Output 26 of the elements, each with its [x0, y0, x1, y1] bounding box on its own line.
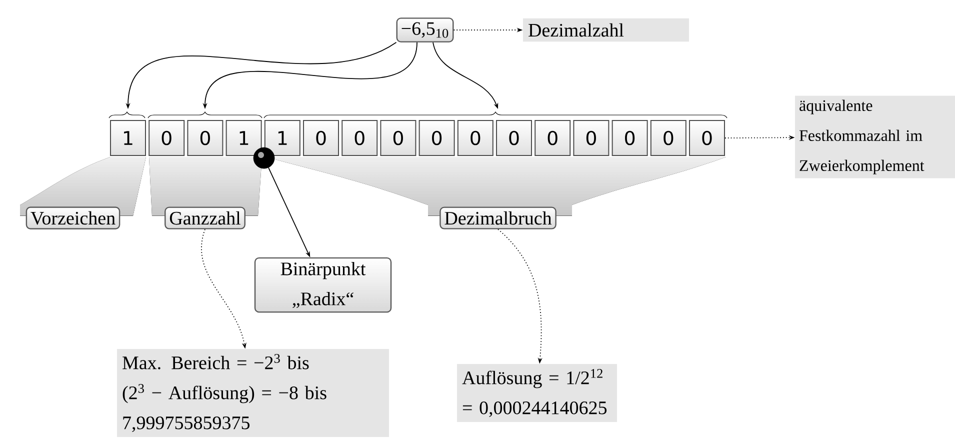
note-box: Max. Bereich = −2$^{3}$ bis (2$^{3}$ − Auflösung) = −8 bis 7,999755859375: [117, 349, 389, 437]
bit-cell: 0: [342, 120, 378, 156]
bit-cell: 0: [380, 120, 416, 156]
bit-cell: 1: [226, 120, 262, 156]
callout-box: Ganzzahl: [149, 157, 262, 230]
bit-cell: 0: [418, 120, 455, 156]
bit-cell: 0: [650, 120, 686, 156]
bit-cell: 0: [457, 120, 494, 156]
bit-cell: 0: [496, 120, 532, 156]
bit-cell: 0: [689, 120, 725, 156]
bit-cell: 1: [264, 120, 300, 156]
bit-cell: 0: [612, 120, 648, 156]
bit-cell: 0: [187, 120, 224, 156]
bit-cell: 1: [110, 120, 146, 156]
number-box: −6,5$_{10}$: [396, 18, 454, 42]
radix-point-ball: [253, 147, 275, 169]
bit-cell: 0: [303, 120, 339, 156]
bit-cell: 0: [148, 120, 185, 156]
text-box: äquivalente Festkommazahl im Zweierkomplement: [795, 96, 955, 178]
note-box: Auflösung = 1/2$^{12}$ = 0,000244140625: [457, 364, 617, 422]
bit-cell: 0: [534, 120, 571, 156]
callout-box: Dezimalbruch: [266, 157, 726, 230]
bit-cell: 0: [573, 120, 610, 156]
label-box: Binärpunkt „Radix“: [254, 257, 392, 313]
text-box: Dezimalzahl: [523, 18, 689, 42]
callout-box: Vorzeichen: [20, 157, 146, 230]
